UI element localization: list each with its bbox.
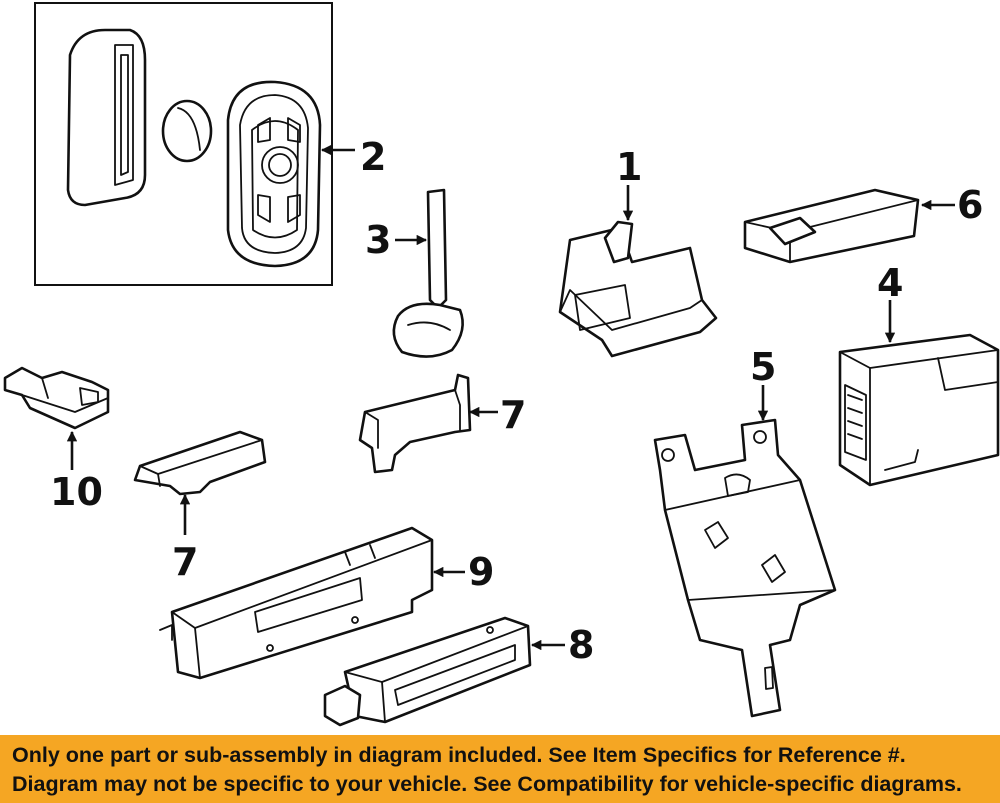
- antenna-bar: 7: [133, 430, 267, 584]
- callout-1: 1: [616, 145, 642, 189]
- small-antenna-module: 8: [323, 616, 594, 727]
- callout-7b: 7: [172, 540, 198, 584]
- key-holder-module: 1: [558, 145, 718, 358]
- emergency-key: 3: [365, 188, 464, 358]
- callout-5: 5: [750, 345, 776, 389]
- disclaimer-line-2: Diagram may not be specific to your vehi…: [12, 772, 962, 796]
- antenna-module: 6: [743, 183, 983, 264]
- control-module: 4: [838, 261, 1000, 487]
- receiver-module: 5: [653, 345, 837, 718]
- bracket-upper: 7: [358, 373, 526, 474]
- long-housing: 9: [159, 526, 494, 680]
- parts-diagram: 2 3 1 6 4: [3, 2, 1000, 727]
- callout-8: 8: [568, 623, 594, 667]
- callout-7a: 7: [500, 393, 526, 437]
- callout-10: 10: [50, 470, 103, 514]
- sensor-part: 10: [3, 366, 110, 514]
- callout-6: 6: [957, 183, 983, 227]
- callout-3: 3: [365, 218, 391, 262]
- callout-2: 2: [360, 135, 386, 179]
- callout-4: 4: [877, 261, 903, 305]
- disclaimer-line-1: Only one part or sub-assembly in diagram…: [12, 743, 906, 767]
- disclaimer-banner: Only one part or sub-assembly in diagram…: [0, 735, 1000, 803]
- callout-9: 9: [468, 550, 494, 594]
- key-fob-assembly: 2: [34, 2, 386, 286]
